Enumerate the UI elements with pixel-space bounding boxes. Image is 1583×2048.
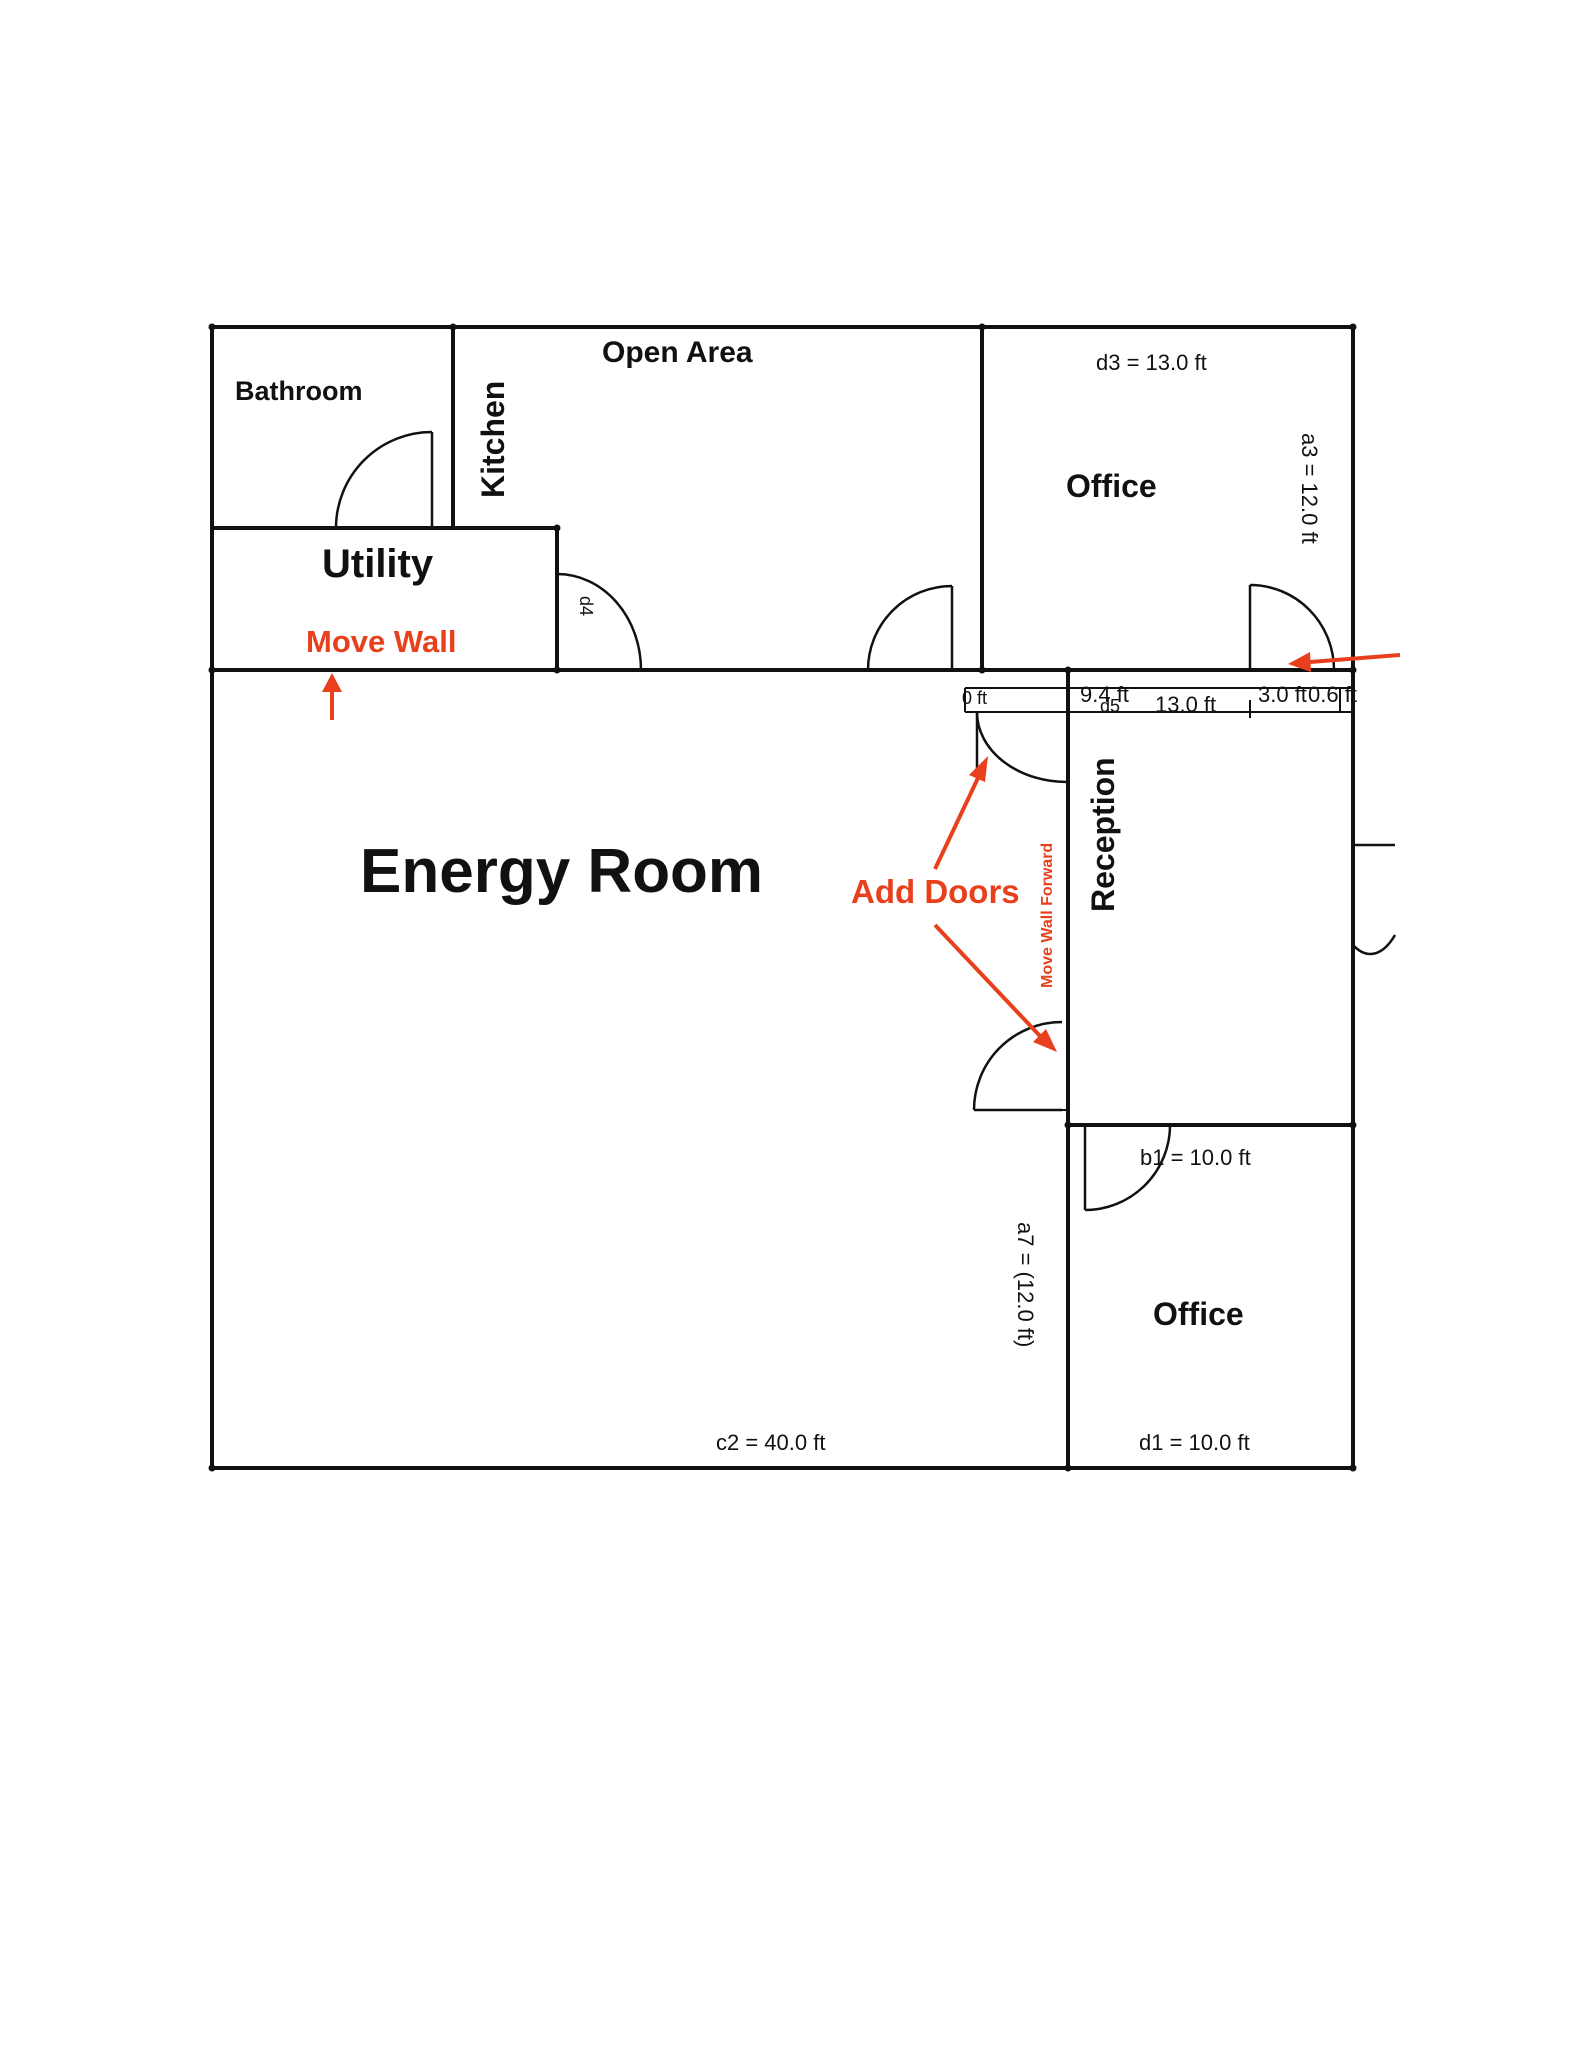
dim-a7: a7 = (12.0 ft) [1013,1222,1038,1347]
door-bathroom [334,430,434,529]
dim-d3: d3 = 13.0 ft [1096,350,1207,375]
add-doors-arrow-up-head [969,756,988,782]
room-label-office-top: Office [1066,468,1157,504]
door-reception-top [975,711,1068,784]
dim-seg-0ft: 0 ft [962,688,987,708]
move-wall-arrow-head [322,673,342,692]
dim-c2: c2 = 40.0 ft [716,1430,825,1455]
room-label-energy-room: Energy Room [360,837,763,906]
annotation-move-wall-label: Move Wall [306,624,456,659]
annotation-arrow-right [1288,652,1401,672]
room-label-open-area: Open Area [602,336,753,369]
dim-a3: a3 = 12.0 ft [1297,433,1322,544]
annotation-move-wall: Move Wall [306,624,456,720]
right-arrow [1309,653,1401,664]
dim-seg-94: 9.4 ft [1080,682,1129,707]
dim-b1: b1 = 10.0 ft [1140,1145,1251,1170]
door-open-area-right [866,584,954,671]
dim-seg-06: 0.6 ft [1308,682,1357,707]
door-reception-bottom [972,1020,1063,1112]
dim-seg-30: 3.0 ft [1258,682,1307,707]
door-office-top [1248,583,1336,671]
room-label-reception: Reception [1085,757,1121,912]
door-office-bottom [1083,1124,1172,1212]
add-doors-arrow-down-head [1033,1029,1057,1052]
room-label-kitchen: Kitchen [475,381,511,498]
room-label-office-bottom: Office [1153,1296,1244,1332]
add-doors-arrow-up [933,777,980,870]
room-label-bathroom: Bathroom [235,376,363,406]
annotation-move-wall-forward: Move Wall Forward [1039,843,1056,988]
annotation-add-doors-label: Add Doors [851,873,1020,910]
dim-d5-tag: d5 [1100,696,1120,716]
door-open-area-left [555,572,643,671]
dim-d1: d1 = 10.0 ft [1139,1430,1250,1455]
door-reception-east [1352,843,1397,956]
doors [334,430,1397,1212]
room-label-utility: Utility [322,542,434,586]
wall-nodes [208,323,1357,1472]
right-arrow-head [1288,652,1311,672]
add-doors-arrow-down [933,923,1042,1038]
interior-walls [210,325,1355,1470]
dim-d4-tag: d4 [576,596,596,616]
dim-reception-top: 13.0 ft [1155,692,1216,717]
annotation-add-doors: Add Doors [851,756,1057,1052]
outer-walls [210,325,1355,1470]
